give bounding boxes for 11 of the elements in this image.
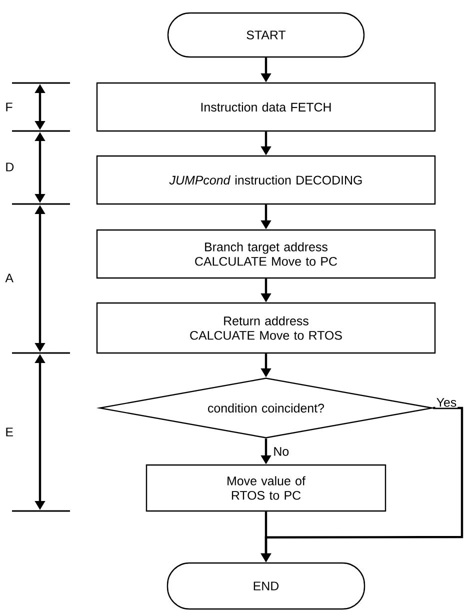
phase-label: D [6, 162, 14, 172]
process-box: Move value of RTOS to PC [146, 464, 386, 512]
process-box: Instruction data FETCH [96, 82, 436, 132]
edge-label: No [274, 447, 289, 456]
edge-label: Yes [436, 398, 456, 407]
phase-label: A [5, 274, 14, 282]
process-box: JUMPcond instruction DECODING [96, 155, 436, 205]
phase-label: F [6, 102, 12, 112]
process-box: Branch target address CALCULATE Move to PC [96, 229, 436, 279]
phase-label: E [6, 428, 13, 436]
process-box: Return address CALCUATE Move to RTOS [96, 302, 436, 354]
